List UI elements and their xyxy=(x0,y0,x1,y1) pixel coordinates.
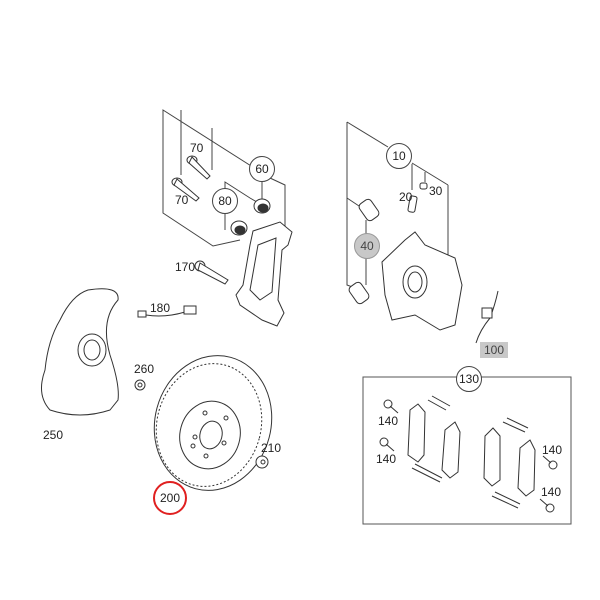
brake-disc xyxy=(139,342,286,503)
bleeder-valve-20 xyxy=(408,196,418,213)
guide-pin-lower xyxy=(348,281,371,305)
callout-170[interactable]: 170 xyxy=(175,260,196,274)
bleeder-cap-30 xyxy=(420,183,427,189)
nut-210 xyxy=(256,456,268,468)
callout-250[interactable]: 250 xyxy=(43,428,64,442)
bolt-70-lower xyxy=(172,178,199,201)
pad-kit-box xyxy=(363,377,571,524)
bolt-170 xyxy=(195,261,228,284)
callout-80[interactable]: 80 xyxy=(212,188,238,214)
callout-140-a[interactable]: 140 xyxy=(378,414,399,428)
bolt-70-upper xyxy=(187,156,210,179)
screw-260 xyxy=(135,380,145,390)
callout-100[interactable]: 100 xyxy=(480,342,509,358)
callout-180[interactable]: 180 xyxy=(150,301,171,315)
brake-caliper xyxy=(382,232,462,330)
callout-210[interactable]: 210 xyxy=(261,441,282,455)
wear-sensor-wire-100 xyxy=(476,291,498,343)
callout-200-highlighted[interactable]: 200 xyxy=(153,481,187,515)
callout-60[interactable]: 60 xyxy=(249,156,275,182)
bushing-upper xyxy=(254,199,270,213)
callout-40[interactable]: 40 xyxy=(354,233,380,259)
callout-140-c[interactable]: 140 xyxy=(542,443,563,457)
wear-sensor-180 xyxy=(138,306,196,317)
guide-pin-upper xyxy=(358,198,381,222)
callout-70-upper[interactable]: 70 xyxy=(190,141,204,155)
callout-20[interactable]: 20 xyxy=(399,190,413,204)
splash-shield xyxy=(41,289,118,415)
callout-140-b[interactable]: 140 xyxy=(376,452,397,466)
bushing-lower xyxy=(231,221,247,235)
pad-kit-parts xyxy=(380,396,557,512)
callout-70-lower[interactable]: 70 xyxy=(175,193,189,207)
callout-260[interactable]: 260 xyxy=(134,362,155,376)
callout-130[interactable]: 130 xyxy=(456,366,482,392)
callout-30[interactable]: 30 xyxy=(429,184,443,198)
callout-140-d[interactable]: 140 xyxy=(541,485,562,499)
callout-10[interactable]: 10 xyxy=(386,143,412,169)
caliper-carrier xyxy=(236,222,292,326)
